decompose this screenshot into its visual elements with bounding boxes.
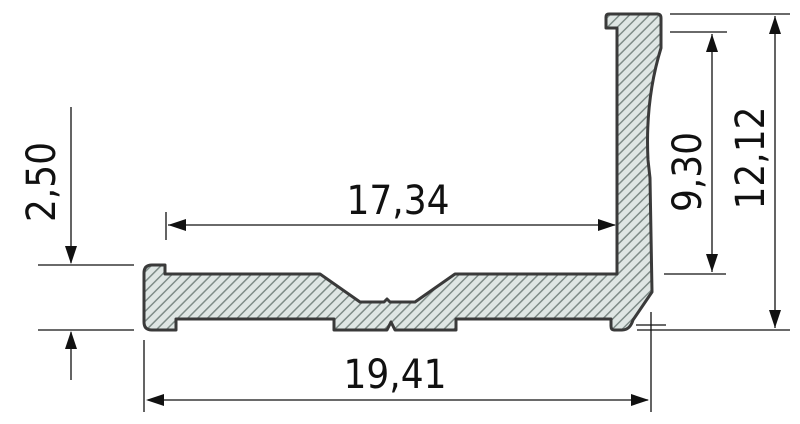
dimension-overall-height: 12,12 xyxy=(637,13,790,331)
dimension-label-inner-width: 17,34 xyxy=(347,178,450,224)
dimension-label-overall-width: 19,41 xyxy=(344,352,447,398)
dimension-label-overall-height: 12,12 xyxy=(728,107,774,210)
dimension-inner-height: 9,30 xyxy=(664,31,727,275)
dimension-label-inner-height: 9,30 xyxy=(665,132,711,212)
dimension-base-height: 2,50 xyxy=(19,107,134,380)
dimension-label-base-height: 2,50 xyxy=(19,142,65,222)
dimension-inner-width: 17,34 xyxy=(165,178,616,240)
dimension-overall-width: 19,41 xyxy=(143,312,666,412)
profile-cross-section xyxy=(142,12,663,332)
